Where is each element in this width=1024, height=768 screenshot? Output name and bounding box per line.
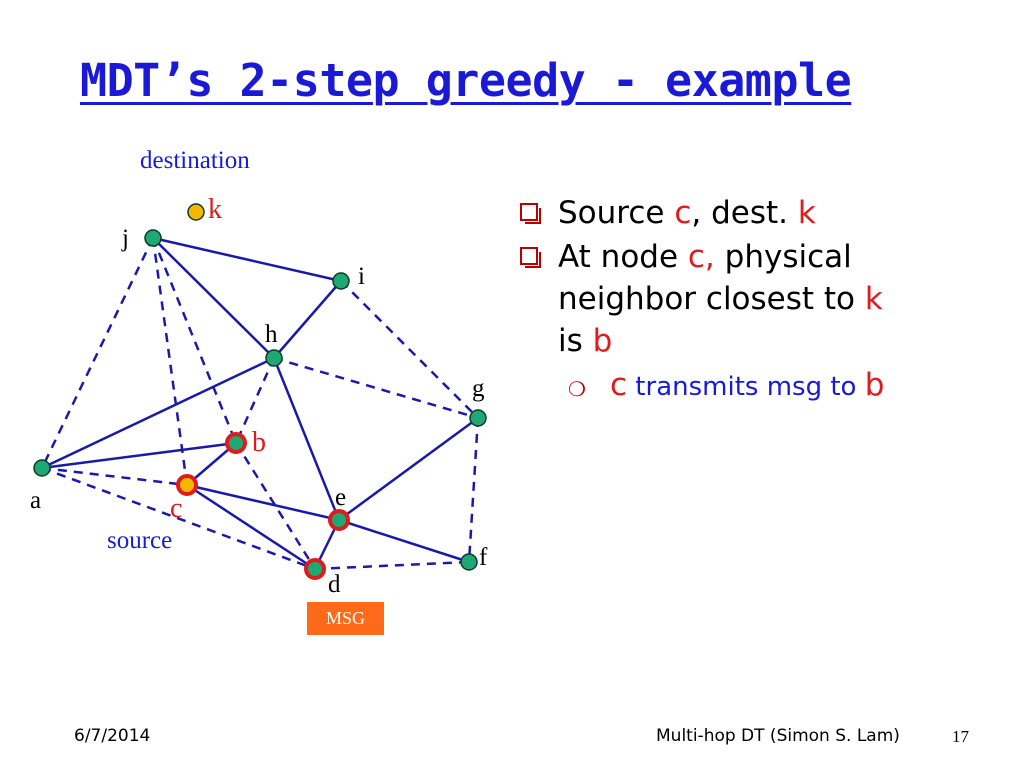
- node-d: [304, 558, 326, 580]
- node-label-d: d: [328, 571, 341, 598]
- checkbox-bullet-icon: [520, 203, 541, 224]
- node-i: [332, 272, 350, 290]
- node-label-h: h: [265, 321, 278, 348]
- node-label-f: f: [479, 544, 488, 571]
- checkbox-bullet-icon: [520, 247, 541, 268]
- edge-h-a: [41, 356, 275, 470]
- vedge-d-f: [314, 560, 470, 571]
- node-g: [469, 409, 487, 427]
- circle-bullet-icon: ❍: [568, 377, 586, 401]
- vedge-i-g: [340, 280, 479, 419]
- source-label: source: [107, 527, 172, 554]
- node-j: [144, 229, 162, 247]
- node-label-a: a: [30, 487, 41, 514]
- edge-e-f: [338, 518, 470, 564]
- vedge-g-f: [467, 417, 480, 563]
- node-h: [265, 349, 283, 367]
- vedge-j-c: [151, 237, 189, 486]
- node-label-g: g: [472, 375, 485, 402]
- node-label-i: i: [358, 263, 365, 290]
- node-label-e: e: [335, 484, 346, 511]
- node-f: [460, 553, 478, 571]
- node-k: [187, 203, 205, 221]
- node-label-b: b: [252, 427, 266, 458]
- edge-i-h: [273, 280, 342, 359]
- edge-j-i: [152, 236, 342, 283]
- footer-date: 6/7/2014: [74, 726, 151, 746]
- edge-j-h: [152, 237, 275, 359]
- vedge-b-d: [234, 442, 317, 570]
- edge-h-e: [272, 357, 341, 521]
- bullet-source-dest: Source c, dest. k: [520, 192, 990, 234]
- page-number: 17: [952, 727, 969, 746]
- node-b: [225, 432, 247, 454]
- sub-bullet-transmits: ❍c transmits msg to b: [520, 366, 990, 406]
- edge-a-b: [41, 441, 237, 470]
- vedge-h-g: [273, 356, 479, 420]
- destination-label: destination: [140, 147, 250, 174]
- vedge-j-b: [151, 237, 238, 444]
- footer-title: Multi-hop DT (Simon S. Lam): [656, 726, 900, 746]
- node-c: [176, 474, 198, 496]
- edge-e-g: [338, 416, 479, 522]
- page-title: MDT’s 2-step greedy - example: [80, 54, 852, 107]
- node-e: [328, 509, 350, 531]
- msg-box: MSG: [307, 602, 384, 635]
- vedge-j-a: [40, 237, 155, 469]
- node-label-c: c: [170, 493, 182, 524]
- vedge-a-c: [41, 466, 188, 487]
- node-label-k: k: [208, 194, 222, 225]
- vedge-a-d: [41, 466, 316, 571]
- node-a: [33, 459, 51, 477]
- node-label-j: j: [121, 225, 129, 252]
- edge-c-d: [186, 483, 316, 571]
- edge-c-e: [186, 483, 340, 522]
